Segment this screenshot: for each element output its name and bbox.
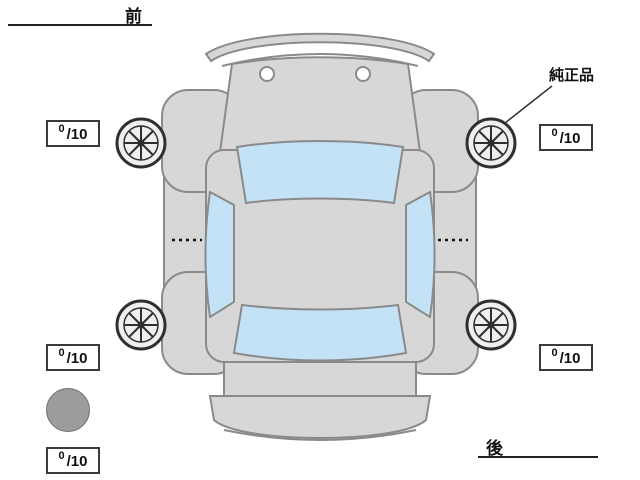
left-door-window (204, 190, 235, 319)
tread-score-front-right-value: 0 (551, 126, 558, 139)
tread-score-front-left: 0 /10 (46, 120, 100, 147)
tread-score-front-right-denominator: /10 (559, 130, 581, 147)
front-bumper-inner-line (221, 53, 419, 67)
rear-bumper-inner-line (223, 429, 417, 441)
tread-score-rear-right-denominator: /10 (559, 350, 581, 367)
windows (204, 140, 436, 362)
front-bumper (204, 32, 436, 63)
tread-score-rear-left-denominator: /10 (66, 350, 88, 367)
tread-score-spare: 0 /10 (46, 447, 100, 474)
tread-score-rear-right: 0 /10 (539, 344, 593, 371)
hood-circle-right (355, 66, 371, 82)
wheel-rear-right-icon (465, 299, 517, 351)
hood-circle-left (259, 66, 275, 82)
tread-score-front-left-value: 0 (58, 122, 65, 135)
front-direction-label: 前 (8, 2, 152, 26)
tread-score-rear-left-value: 0 (58, 346, 65, 359)
rear-bumper (208, 395, 432, 439)
tread-score-rear-right-value: 0 (551, 346, 558, 359)
wheel-rear-left-icon (115, 299, 167, 351)
rear-window (232, 303, 408, 362)
right-door-window (405, 190, 436, 319)
windshield-window (235, 140, 405, 205)
wheels (115, 117, 517, 351)
tread-score-spare-denominator: /10 (66, 453, 88, 470)
spare-tire-circle (46, 388, 90, 432)
tread-score-front-left-denominator: /10 (66, 126, 88, 143)
wheel-front-left-icon (115, 117, 167, 169)
hood (218, 56, 422, 154)
wheel-front-right-icon (465, 117, 517, 169)
genuine-part-label: 純正品 (549, 67, 595, 84)
tread-score-rear-left: 0 /10 (46, 344, 100, 371)
rear-direction-label: 後 (478, 434, 598, 458)
tread-score-front-right: 0 /10 (539, 124, 593, 151)
genuine-pointer-line (504, 85, 553, 124)
tread-score-spare-value: 0 (58, 449, 65, 462)
